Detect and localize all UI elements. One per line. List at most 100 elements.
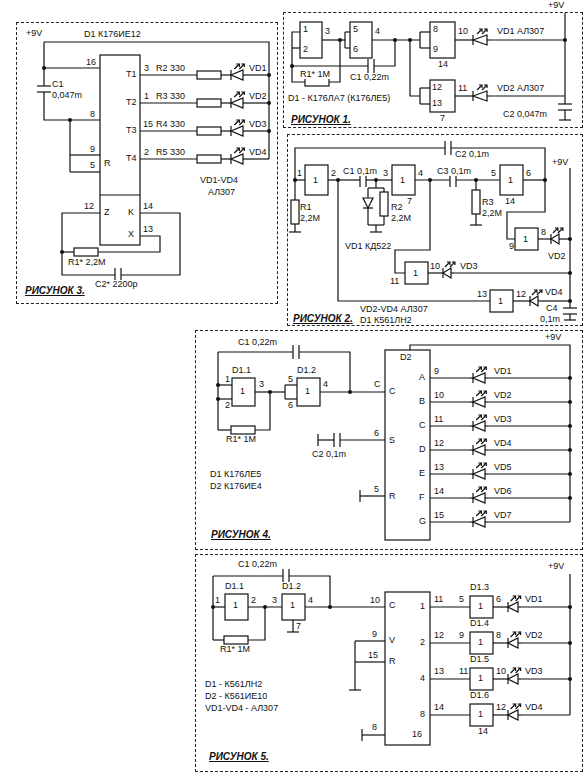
pin-number: 8 xyxy=(420,710,425,719)
part-label: VD2 АЛ307 xyxy=(497,84,544,93)
wire xyxy=(564,13,565,104)
light-arrow xyxy=(518,668,521,671)
light-arrow xyxy=(476,391,481,396)
figure-caption: РИСУНОК 3. xyxy=(25,285,85,296)
led-symbol xyxy=(527,300,530,301)
light-arrow xyxy=(479,85,482,88)
led-symbol xyxy=(228,74,231,75)
part-label: R5 330 xyxy=(156,148,185,157)
junction-dot xyxy=(267,129,271,133)
light-arrow xyxy=(513,668,516,671)
gate-symbol xyxy=(430,22,455,58)
pin-number: 10 xyxy=(370,596,380,605)
led-symbol xyxy=(470,521,473,522)
part-label: C3 0,1m xyxy=(437,167,471,176)
wire xyxy=(246,130,269,131)
part-label: R3 xyxy=(482,198,494,207)
pin-number: 7 xyxy=(407,197,412,206)
pin-number: 13 xyxy=(477,290,487,299)
part-label: +9V xyxy=(545,333,561,342)
wire xyxy=(430,642,470,643)
part-label: C1 xyxy=(52,80,64,89)
pin-number: 1 xyxy=(523,235,528,244)
pin-number: 11 xyxy=(434,415,443,424)
led-symbol xyxy=(518,714,521,715)
part-label: S xyxy=(389,436,395,445)
part-label: D1 К561ЛН2 xyxy=(360,316,412,325)
gate-symbol xyxy=(350,22,372,58)
pin-number: 9 xyxy=(433,45,438,54)
wire xyxy=(488,449,570,450)
light-arrow xyxy=(239,64,244,69)
pin-number: 1 xyxy=(420,602,425,611)
part-label: VD1-VD4 xyxy=(200,176,238,185)
junction-dot xyxy=(293,178,297,182)
wire xyxy=(420,31,430,32)
led-symbol xyxy=(538,300,541,301)
pin-number: 3 xyxy=(272,596,277,605)
part-label: T3 xyxy=(126,126,137,135)
led-symbol xyxy=(470,95,473,96)
part-label: D1 К176ЛЕ5 xyxy=(210,470,261,479)
wire xyxy=(217,352,218,430)
wire xyxy=(213,575,283,576)
wire xyxy=(367,188,368,198)
light-arrow xyxy=(234,64,239,69)
light-arrow xyxy=(481,439,486,444)
light-arrow xyxy=(477,29,482,34)
led-symbol xyxy=(485,449,488,450)
pin-number: 2 xyxy=(303,45,308,54)
part-label: C2 0,1m xyxy=(455,150,489,159)
part-label: 2,2M xyxy=(482,209,502,218)
part-label: 0,047m xyxy=(52,91,82,100)
led-symbol xyxy=(473,91,487,101)
part-label: VD1 xyxy=(494,367,512,376)
pin-number: 9 xyxy=(372,630,377,639)
wire xyxy=(430,377,470,378)
part-label: R xyxy=(389,492,396,501)
wire xyxy=(383,216,384,225)
part-label: C xyxy=(374,380,381,389)
wire xyxy=(100,194,140,195)
led-symbol xyxy=(508,638,518,648)
part-label: G xyxy=(419,517,426,526)
led-symbol xyxy=(518,606,521,607)
led-symbol xyxy=(243,130,246,131)
pin-number: 12 xyxy=(432,83,442,92)
resistor-symbol xyxy=(197,155,221,163)
pin-number: 6 xyxy=(526,169,531,178)
wire xyxy=(375,180,376,188)
part-label: 0,1m xyxy=(540,315,560,324)
wire xyxy=(218,429,231,430)
pin-number: 9 xyxy=(90,145,95,154)
light-arrow xyxy=(481,511,486,516)
light-arrow xyxy=(481,487,486,492)
wire xyxy=(430,521,470,522)
ground-symbol xyxy=(564,319,576,320)
part-label: R1 xyxy=(300,203,312,212)
junction-dot xyxy=(568,376,572,380)
part-label: 2,2M xyxy=(300,214,320,223)
wire xyxy=(221,158,228,159)
pin-number: 7 xyxy=(296,622,301,631)
wire xyxy=(213,639,224,640)
wire xyxy=(521,714,570,715)
part-label: R1* 1M xyxy=(300,70,330,79)
junction-dot xyxy=(568,271,572,275)
wire xyxy=(493,714,505,715)
light-arrow xyxy=(450,262,455,267)
led-symbol xyxy=(505,678,508,679)
led-symbol xyxy=(228,130,231,131)
part-label: VD5 xyxy=(494,463,512,472)
part-label: R3 330 xyxy=(156,92,185,101)
pin-number: 1 xyxy=(478,710,483,719)
pin-number: 15 xyxy=(434,511,444,520)
ic-body xyxy=(385,350,430,540)
part-label: +9V xyxy=(26,29,42,38)
resistor-symbol xyxy=(380,192,388,216)
pin-number: 2 xyxy=(331,169,336,178)
pin-number: 1 xyxy=(303,25,308,34)
part-label: VD4 xyxy=(249,148,267,157)
pin-number: 7 xyxy=(440,114,445,123)
light-arrow xyxy=(452,262,455,265)
